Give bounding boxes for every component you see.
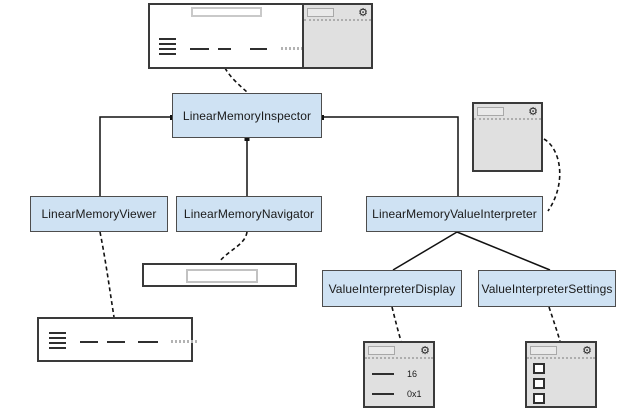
mini-input-mock: [368, 346, 395, 355]
mini-input-mock: [307, 8, 334, 17]
gear-icon: ⚙: [420, 343, 430, 357]
node-value-interpreter-settings: ValueInterpreterSettings: [478, 270, 616, 307]
value-line-mock: [372, 393, 394, 395]
navigator-bar-mock: [142, 263, 297, 287]
node-linear-memory-viewer: LinearMemoryViewer: [30, 196, 168, 232]
viewer-window-mock: [37, 317, 198, 362]
address-input-mock: [186, 269, 258, 283]
mini-input-mock: [530, 346, 557, 355]
display-window-mock: ⚙ 16 0x1: [363, 341, 435, 408]
node-label: ValueInterpreterSettings: [481, 281, 613, 296]
value-row: 0x1: [372, 389, 433, 399]
gear-icon: ⚙: [358, 5, 368, 19]
checkbox-mock: [533, 378, 545, 389]
node-label: LinearMemoryNavigator: [183, 207, 315, 221]
menu-lines-icon: [49, 332, 66, 352]
interpreter-panel-mock: ⚙: [472, 102, 543, 172]
node-linear-memory-inspector: LinearMemoryInspector: [172, 93, 322, 138]
pane-header-mock: ⚙: [527, 343, 595, 359]
node-value-interpreter-display: ValueInterpreterDisplay: [322, 270, 462, 307]
value-text: 16: [407, 369, 418, 379]
memory-bytes-mock: [80, 333, 198, 351]
interpreter-pane-mock: ⚙: [302, 5, 371, 67]
node-linear-memory-value-interpreter: LinearMemoryValueInterpreter: [366, 196, 543, 232]
value-line-mock: [372, 373, 394, 375]
node-label: LinearMemoryViewer: [41, 207, 157, 221]
pane-header-mock: ⚙: [474, 104, 541, 120]
address-input-mock: [191, 7, 262, 17]
gear-icon: ⚙: [528, 104, 538, 118]
checkbox-mock: [533, 363, 545, 374]
node-label: ValueInterpreterDisplay: [328, 281, 456, 296]
devtools-window-mock: ⚙: [148, 3, 373, 69]
checkbox-mock: [533, 393, 545, 404]
node-label: LinearMemoryValueInterpreter: [372, 207, 537, 221]
value-text: 0x1: [407, 389, 422, 399]
value-row: 16: [372, 369, 433, 379]
menu-lines-icon: [159, 38, 176, 58]
pane-header-mock: ⚙: [304, 5, 371, 21]
memory-bytes-mock: [190, 40, 306, 58]
settings-window-mock: ⚙: [525, 341, 597, 408]
node-linear-memory-navigator: LinearMemoryNavigator: [176, 196, 322, 232]
pane-header-mock: ⚙: [365, 343, 433, 359]
memory-viewer-pane-mock: [150, 5, 306, 67]
mini-input-mock: [477, 107, 504, 116]
gear-icon: ⚙: [582, 343, 592, 357]
node-label: LinearMemoryInspector: [182, 108, 312, 123]
